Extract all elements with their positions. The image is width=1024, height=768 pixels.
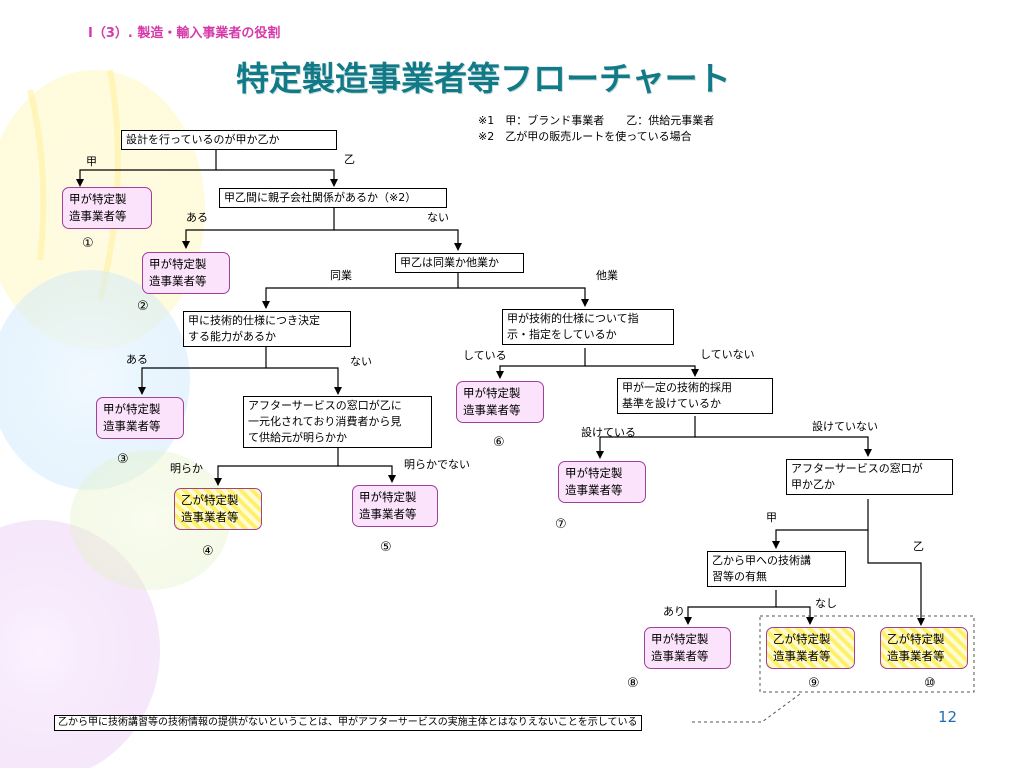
outcome-9: 乙が特定製 造事業者等 — [766, 627, 855, 669]
case-number-1: ① — [82, 236, 94, 251]
outcome-10: 乙が特定製 造事業者等 — [880, 627, 968, 669]
question-designer: 設計を行っているのが甲か乙か — [121, 130, 337, 150]
page-number: 12 — [938, 708, 958, 726]
branch-label: 明らか — [170, 462, 203, 475]
note-2: ※2 乙が甲の販売ルートを使っている場合 — [478, 130, 692, 143]
outcome-8: 甲が特定製 造事業者等 — [644, 627, 731, 669]
case-number-4: ④ — [202, 544, 214, 559]
page-title: 特定製造事業者等フローチャート — [236, 59, 731, 98]
question-adoption-standard: 甲が一定の技術的採用 基準を設けているか — [617, 378, 773, 414]
branch-label: 他業 — [596, 269, 618, 282]
dashed-group-outline — [759, 615, 975, 693]
branch-label: 乙 — [913, 540, 924, 553]
branch-label: 乙 — [344, 153, 355, 166]
case-number-7: ⑦ — [555, 517, 567, 532]
branch-label: ない — [427, 211, 449, 224]
question-same-industry: 甲乙は同業か他業か — [395, 253, 524, 273]
branch-label: 甲 — [766, 511, 777, 524]
section-heading: Ⅰ（3）. 製造・輸入事業者の役割 — [88, 26, 281, 41]
branch-label: ある — [126, 353, 148, 366]
outcome-2: 甲が特定製 造事業者等 — [142, 252, 230, 294]
note-1: ※1 甲：ブランド事業者 乙：供給元事業者 — [478, 114, 715, 127]
question-spec-ability: 甲に技術的仕様につき決定 する能力があるか — [183, 311, 351, 347]
branch-label: ある — [186, 211, 208, 224]
case-number-9: ⑨ — [808, 676, 820, 691]
outcome-7: 甲が特定製 造事業者等 — [558, 461, 646, 503]
footnote-box: 乙から甲に技術講習等の技術情報の提供がないということは、甲がアフターサービスの実… — [54, 715, 642, 731]
branch-label: 設けている — [581, 426, 636, 439]
case-number-2: ② — [137, 299, 149, 314]
case-number-10: ⑩ — [924, 676, 936, 691]
outcome-4: 乙が特定製 造事業者等 — [174, 488, 262, 530]
case-number-5: ⑤ — [380, 540, 392, 555]
question-tech-training: 乙から甲への技術講 習等の有無 — [707, 551, 846, 587]
outcome-3: 甲が特定製 造事業者等 — [96, 397, 184, 439]
question-after-service-window: アフターサービスの窓口が 甲か乙か — [786, 459, 953, 495]
outcome-5: 甲が特定製 造事業者等 — [352, 485, 438, 527]
case-number-3: ③ — [117, 452, 129, 467]
question-after-service-otsu: アフターサービスの窓口が乙に 一元化されており消費者から見 て供給元が明らかか — [243, 396, 432, 448]
branch-label: している — [463, 349, 507, 362]
question-spec-instruction: 甲が技術的仕様について指 示・指定をしているか — [502, 309, 674, 345]
branch-label: ない — [350, 355, 372, 368]
branch-label: していない — [700, 348, 755, 361]
balloon-green — [70, 450, 230, 590]
outcome-1: 甲が特定製 造事業者等 — [62, 187, 152, 229]
question-parent-subsidiary: 甲乙間に親子会社関係があるか（※2） — [219, 188, 447, 208]
case-number-6: ⑥ — [493, 435, 505, 450]
branch-label: 甲 — [86, 155, 97, 168]
outcome-6: 甲が特定製 造事業者等 — [456, 381, 544, 423]
branch-label: あり — [663, 605, 685, 618]
branch-label: 設けていない — [812, 420, 878, 433]
case-number-8: ⑧ — [627, 676, 639, 691]
branch-label: 明らかでない — [404, 458, 470, 471]
legend-notes: ※1 甲：ブランド事業者 乙：供給元事業者 ※2 乙が甲の販売ルートを使っている… — [478, 113, 714, 145]
branch-label: なし — [815, 597, 837, 610]
branch-label: 同業 — [330, 269, 352, 282]
